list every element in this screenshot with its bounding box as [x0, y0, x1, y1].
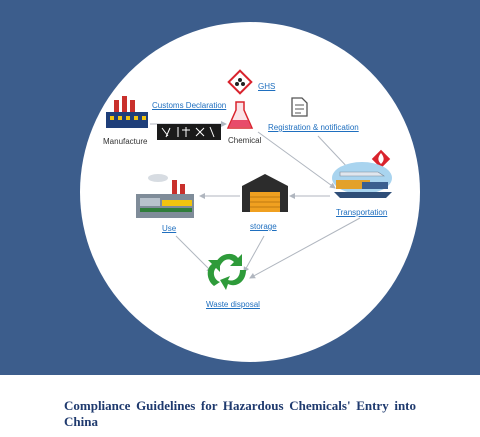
- figure-caption: Compliance Guidelines for Hazardous Chem…: [64, 398, 416, 429]
- chemical-label: Chemical: [228, 136, 262, 145]
- manufacture-label: Manufacture: [103, 137, 148, 146]
- transport-icon: [332, 162, 392, 198]
- arrow-chemical-to-transport: [257, 131, 336, 189]
- customs-declaration-label[interactable]: Customs Declaration: [152, 101, 227, 110]
- ghs-hazard-icon: [227, 69, 253, 95]
- document-icon: [291, 97, 308, 117]
- calligraphy-banner-icon: [157, 124, 221, 140]
- arrow-registration-to-transport: [317, 135, 351, 171]
- storage-icon: [242, 174, 288, 212]
- factory-icon: [106, 96, 148, 128]
- industrial-plant-icon: [136, 174, 194, 218]
- flask-icon: [226, 101, 254, 129]
- storage-label[interactable]: storage: [250, 222, 277, 231]
- arrow-storage-to-waste: [243, 235, 265, 273]
- registration-label[interactable]: Registration & notification: [268, 123, 359, 132]
- recycle-icon: [207, 253, 246, 290]
- ghs-label[interactable]: GHS: [258, 82, 276, 91]
- waste-disposal-label[interactable]: Waste disposal: [206, 300, 260, 309]
- use-label[interactable]: Use: [162, 224, 177, 233]
- transportation-label[interactable]: Transportation: [336, 208, 388, 217]
- flow-diagram: [106, 69, 392, 290]
- arrow-use-to-waste: [175, 235, 213, 273]
- arrow-transport-to-waste: [249, 217, 361, 279]
